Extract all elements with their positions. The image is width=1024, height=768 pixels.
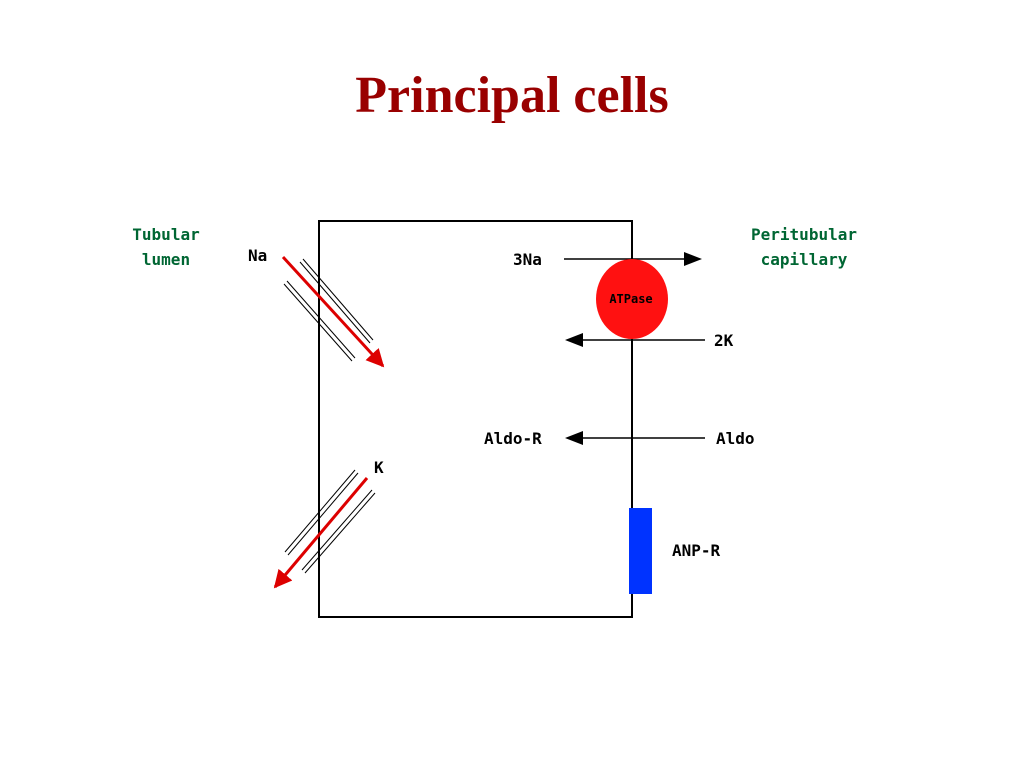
aldo-label: Aldo bbox=[716, 429, 755, 448]
k-channel bbox=[284, 469, 376, 574]
na-influx-arrow bbox=[281, 255, 385, 368]
anp-receptor bbox=[629, 508, 652, 594]
slide-title: Principal cells bbox=[355, 67, 669, 124]
atpase-label: ATPase bbox=[609, 292, 652, 306]
na-channel bbox=[283, 258, 374, 362]
pump-k-label: 2K bbox=[714, 331, 734, 350]
lumen-label: Tubular lumen bbox=[132, 225, 199, 269]
aldo-receptor-label: Aldo-R bbox=[484, 429, 542, 448]
na-label: Na bbox=[248, 246, 267, 265]
pump-na-label: 3Na bbox=[513, 250, 542, 269]
svg-text:Tubular: Tubular bbox=[132, 225, 199, 244]
capillary-label: Peritubular capillary bbox=[751, 225, 857, 269]
k-label: K bbox=[374, 458, 384, 477]
svg-text:Peritubular: Peritubular bbox=[751, 225, 857, 244]
k-pump-arrowhead-icon bbox=[565, 333, 583, 347]
na-pump-arrowhead-icon bbox=[684, 252, 702, 266]
svg-text:capillary: capillary bbox=[761, 250, 848, 269]
anp-receptor-label: ANP-R bbox=[672, 541, 721, 560]
svg-text:lumen: lumen bbox=[142, 250, 190, 269]
cell-outline bbox=[318, 220, 633, 618]
k-efflux-arrow bbox=[273, 477, 369, 589]
atpase-pump bbox=[596, 259, 668, 339]
aldo-arrowhead-icon bbox=[565, 431, 583, 445]
